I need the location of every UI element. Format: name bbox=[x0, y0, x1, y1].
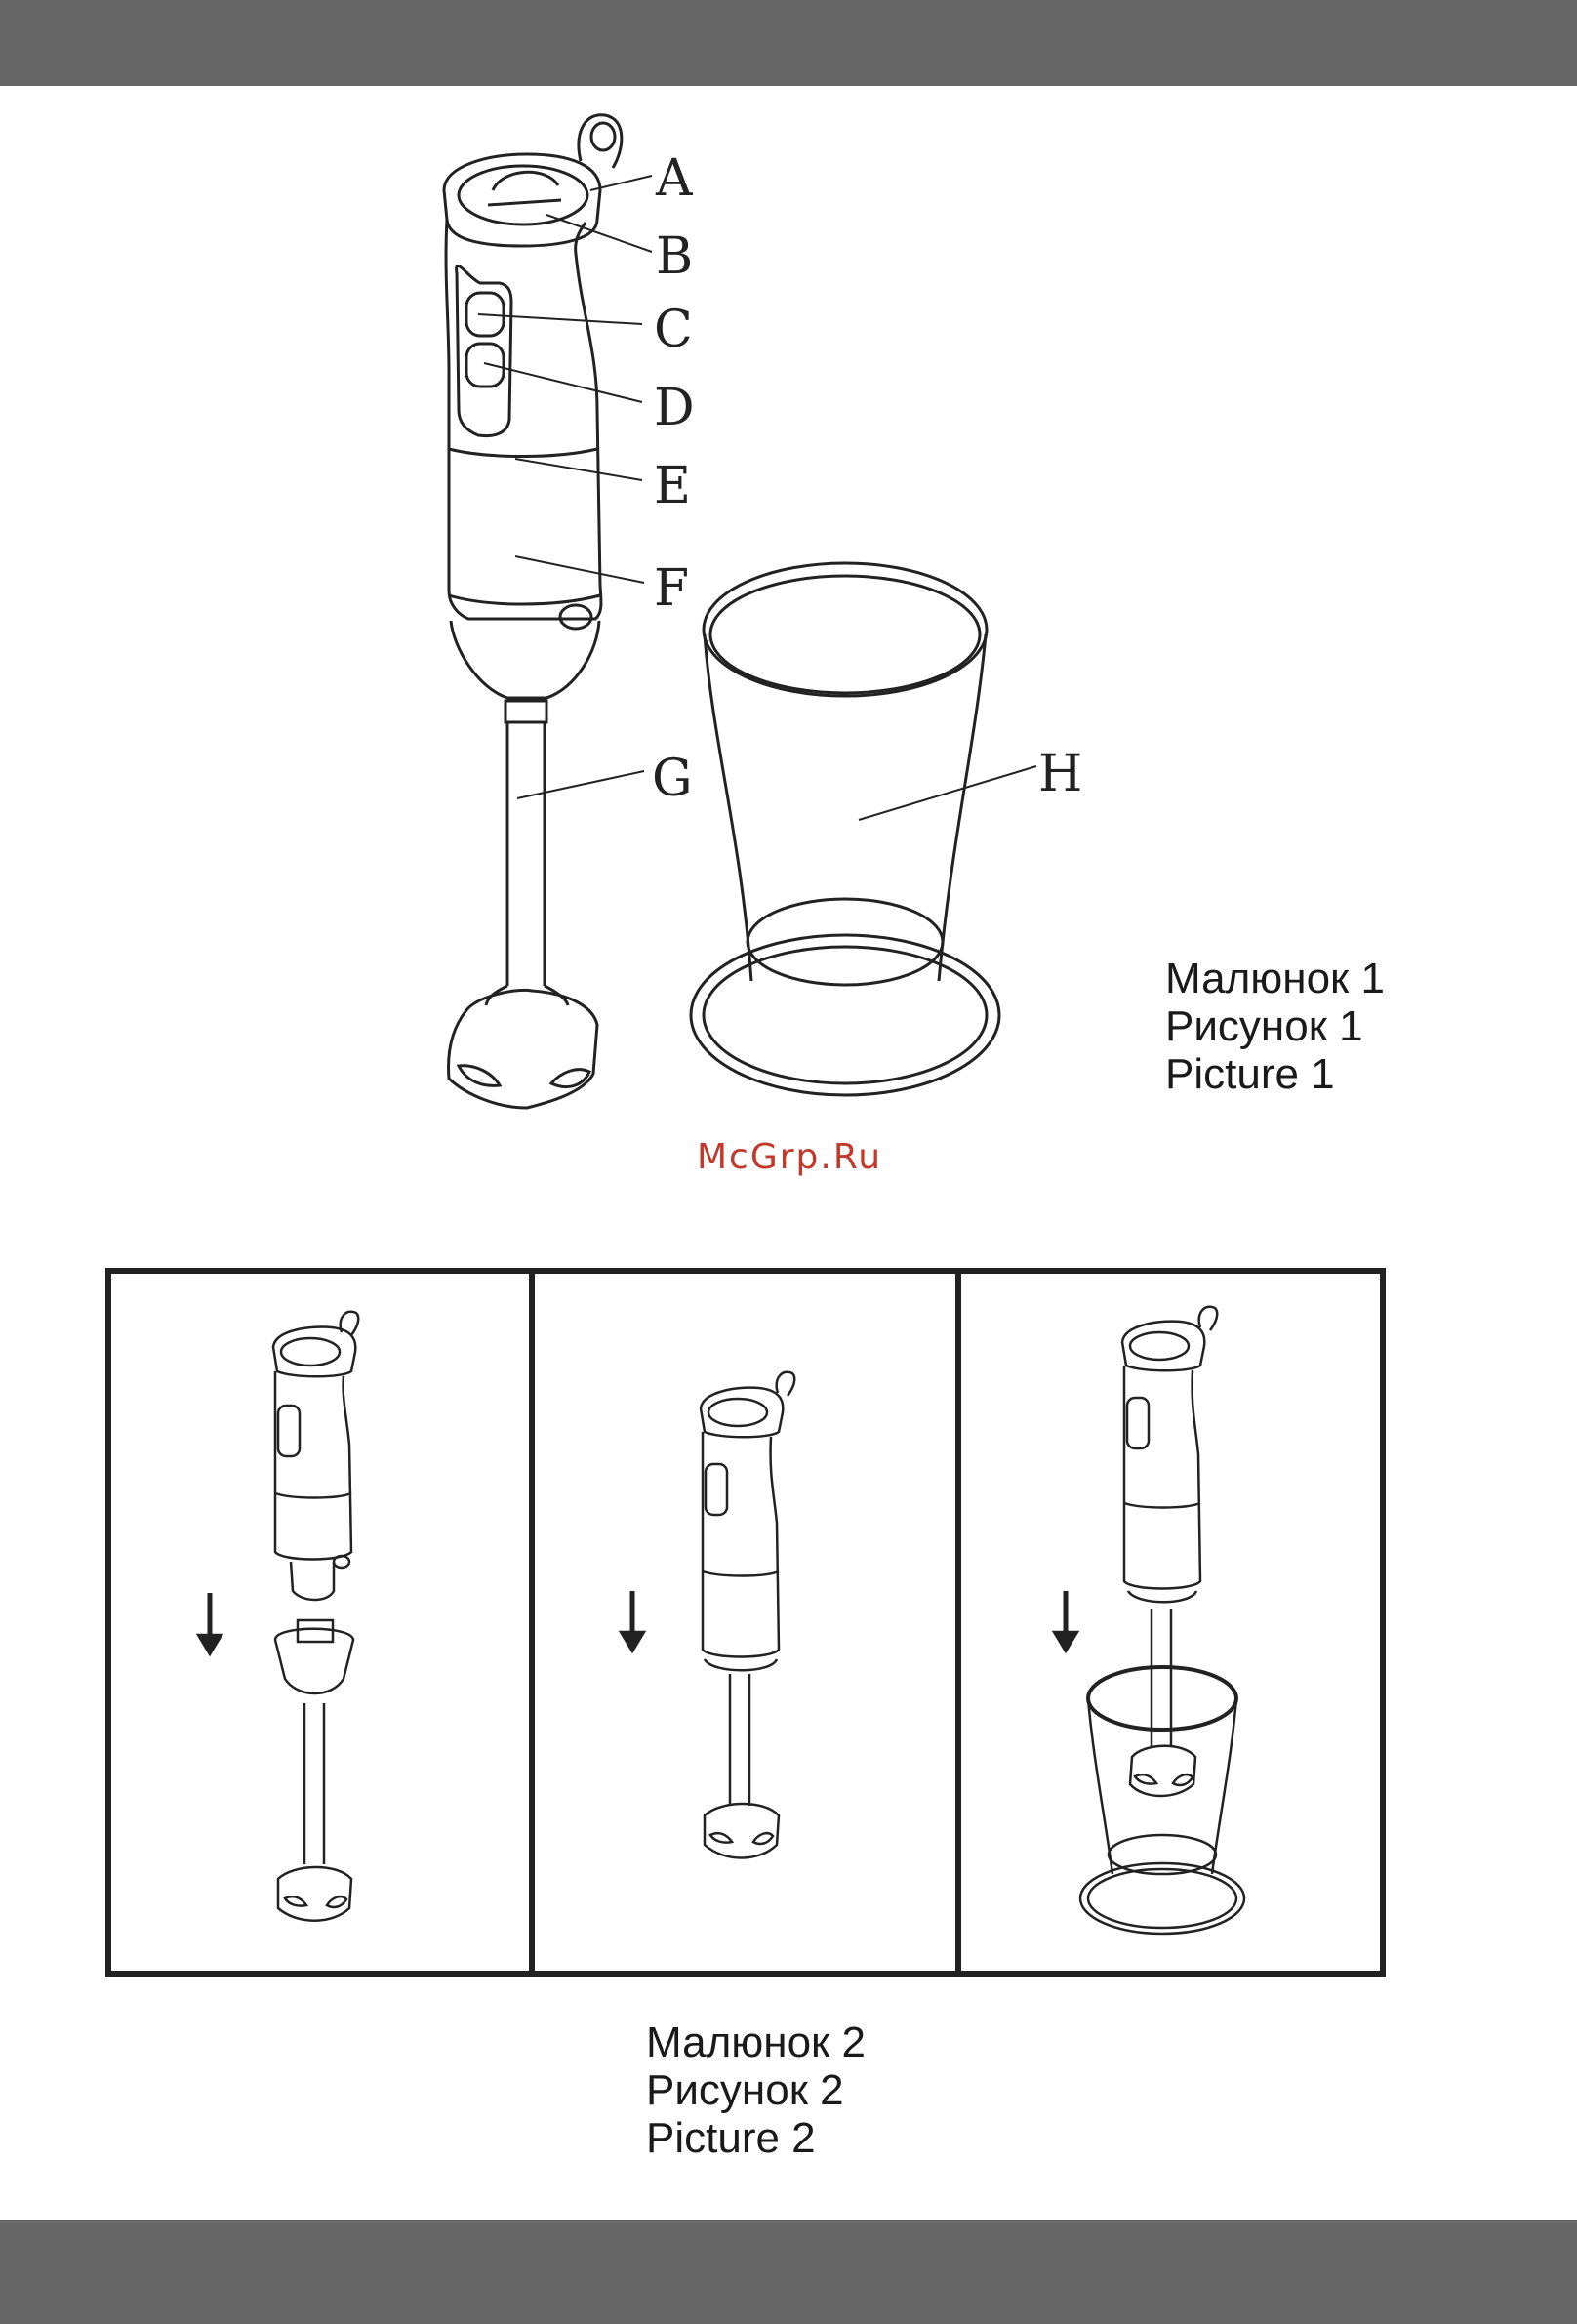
label-a: A bbox=[655, 149, 694, 208]
assembly-frame bbox=[108, 1271, 1383, 1974]
label-e: E bbox=[654, 457, 691, 515]
caption-line: Рисунок 2 bbox=[646, 2066, 866, 2114]
caption-line: Picture 1 bbox=[1165, 1050, 1385, 1098]
speed-dial bbox=[444, 154, 600, 246]
hanging-loop bbox=[579, 115, 622, 168]
leader-lines bbox=[478, 176, 1036, 820]
label-d: D bbox=[654, 379, 695, 437]
picture-1-caption: Малюнок 1 Рисунок 1 Picture 1 bbox=[1165, 955, 1385, 1098]
label-c: C bbox=[654, 301, 693, 359]
motor-unit-small bbox=[273, 1312, 358, 1600]
picture-2-caption: Малюнок 2 Рисунок 2 Picture 2 bbox=[646, 2018, 866, 2162]
caption-line: Малюнок 2 bbox=[646, 2018, 866, 2066]
caption-line: Picture 2 bbox=[646, 2114, 866, 2162]
label-f: F bbox=[654, 559, 689, 618]
panel-step-1 bbox=[198, 1312, 358, 1921]
panel-step-3 bbox=[1054, 1307, 1244, 1934]
motor-housing bbox=[446, 220, 601, 629]
caption-line: Рисунок 1 bbox=[1165, 1002, 1385, 1050]
watermark: McGrp.Ru bbox=[697, 1137, 882, 1177]
label-b: B bbox=[656, 227, 693, 286]
label-g: G bbox=[652, 750, 693, 808]
footer-bar bbox=[0, 2220, 1577, 2324]
blade-guard bbox=[449, 990, 597, 1108]
coupler bbox=[451, 621, 599, 698]
label-h: H bbox=[1038, 745, 1082, 803]
measuring-beaker bbox=[691, 563, 999, 1095]
assembled-blender bbox=[701, 1372, 794, 1858]
detached-shaft bbox=[275, 1620, 353, 1921]
panel-step-2 bbox=[621, 1372, 794, 1858]
caption-line: Малюнок 1 bbox=[1165, 955, 1385, 1002]
blending-shaft bbox=[486, 701, 568, 1005]
blender-in-beaker bbox=[1080, 1307, 1244, 1934]
